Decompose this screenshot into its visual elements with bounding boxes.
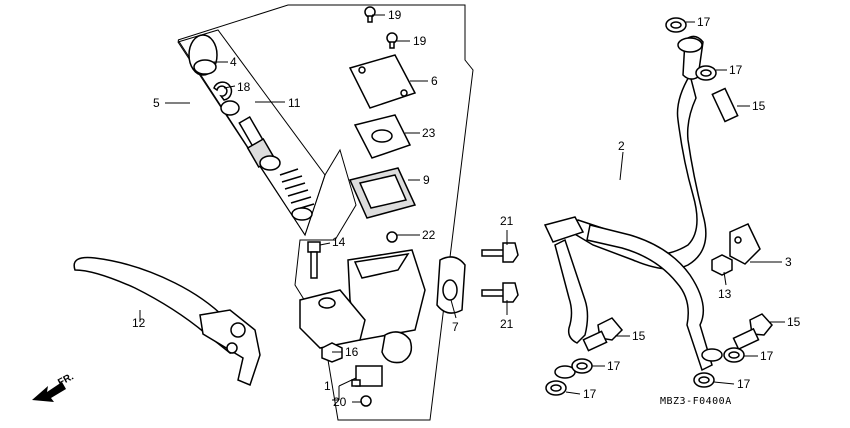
diagram-code: MBZ3-F0400A [660,396,732,407]
callout-15-a: 15 [752,99,766,113]
joint-3 [729,223,761,265]
master-cylinder-body [299,249,426,364]
callout-22: 22 [422,228,436,242]
bolt-13 [711,254,733,276]
brake-hose-lower [543,216,723,379]
callout-1: 1 [324,379,331,393]
callout-15-b: 15 [632,329,646,343]
callout-12: 12 [132,316,146,330]
callout-9: 9 [423,173,430,187]
callout-23: 23 [422,126,436,140]
washer [220,100,240,116]
diaphragm-plate [353,114,412,159]
brake-lever [73,256,261,387]
diaphragm [348,167,417,219]
front-direction-arrow: FR. [32,371,76,402]
screws-19 [364,6,398,49]
circlip [213,81,233,101]
callout-17-f: 17 [737,377,751,391]
callout-6: 6 [431,74,438,88]
callout-19-b: 19 [413,34,427,48]
callout-4: 4 [230,55,237,69]
holder-7 [436,256,466,314]
direction-label: FR. [56,371,76,388]
callout-13: 13 [718,287,732,301]
callout-17-d: 17 [583,387,597,401]
callout-21-b: 21 [500,317,514,331]
bolt-14 [307,241,321,279]
oil-bolts-15 [582,87,773,352]
callout-17-b: 17 [729,63,743,77]
callout-19-a: 19 [388,8,402,22]
callout-20: 20 [333,395,347,409]
bolts-21 [481,242,519,303]
stop-switch [351,365,383,387]
leader-lines [139,14,785,403]
reservoir-cap [348,54,417,109]
callout-17-e: 17 [760,349,774,363]
callout-16: 16 [345,345,359,359]
callout-11: 11 [288,96,301,110]
piston-kit-frame [177,29,326,237]
callout-7: 7 [452,320,459,334]
callout-3: 3 [785,255,792,269]
screw-20 [360,395,372,407]
reservoir-cap-boot [188,34,218,76]
callout-2: 2 [618,139,625,153]
callouts: 4 18 5 11 19 19 6 23 9 22 14 7 21 21 12 … [132,8,801,409]
callout-14: 14 [332,235,346,249]
return-spring [279,168,315,221]
callout-5: 5 [153,96,160,110]
callout-15-c: 15 [787,315,801,329]
piston [238,115,281,171]
float-22 [386,231,398,243]
callout-18: 18 [237,80,251,94]
callout-17-c: 17 [607,359,621,373]
callout-17-a: 17 [697,15,711,29]
callout-21-a: 21 [500,214,514,228]
